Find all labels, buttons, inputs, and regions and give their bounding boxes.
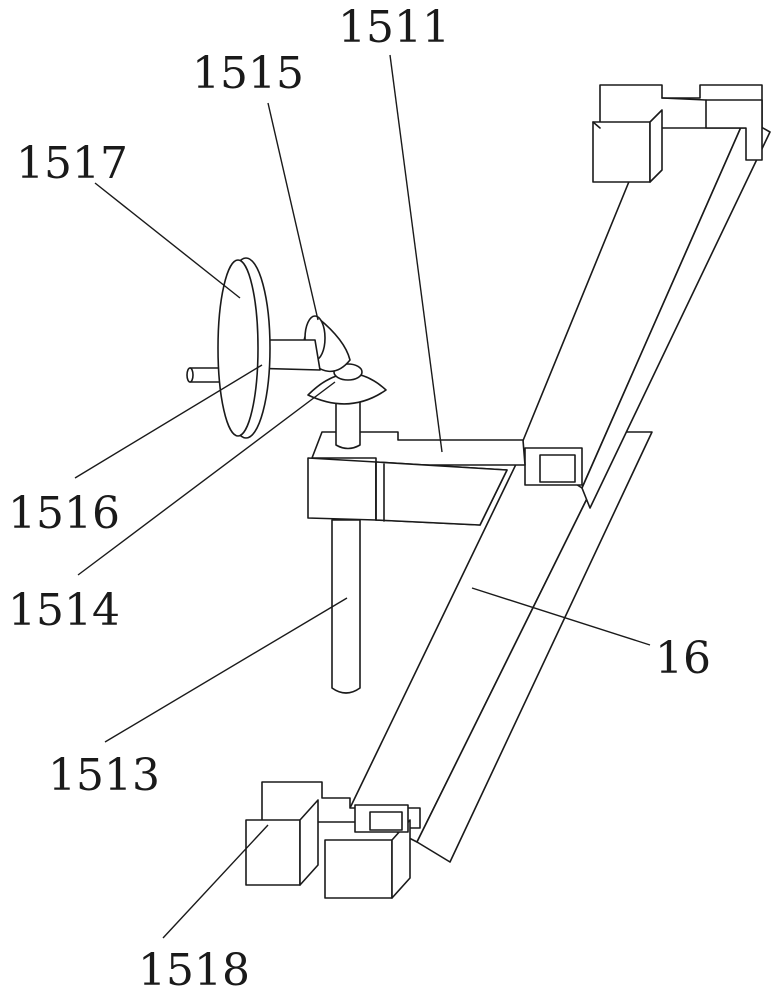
head-block (307, 431, 526, 526)
label-1511: 1511 (338, 2, 450, 53)
leader-1511 (389, 54, 443, 453)
main-beam (349, 397, 653, 863)
leader-1515 (267, 102, 319, 321)
label-16: 16 (655, 633, 711, 684)
leader-lines (74, 54, 651, 939)
leader-1514 (77, 381, 336, 576)
leader-1518 (162, 824, 269, 939)
leader-1516 (74, 364, 263, 479)
mid-joint (524, 447, 583, 486)
leader-1517 (94, 182, 241, 299)
label-1515: 1515 (192, 48, 304, 99)
label-1513: 1513 (48, 750, 160, 801)
reference-labels: 1511 1515 1517 1516 1514 16 1513 1518 (8, 2, 711, 996)
label-1516: 1516 (8, 488, 120, 539)
bevel-gear-lower (307, 363, 387, 405)
clamp-top-right (592, 84, 763, 183)
label-1517: 1517 (16, 138, 128, 189)
clamp-bottom (245, 781, 421, 899)
label-1518: 1518 (138, 945, 250, 996)
wheel-disc (217, 257, 271, 439)
leader-16 (471, 587, 651, 646)
leader-1513 (104, 597, 348, 743)
label-1514: 1514 (8, 585, 120, 636)
vertical-shaft (331, 389, 361, 694)
